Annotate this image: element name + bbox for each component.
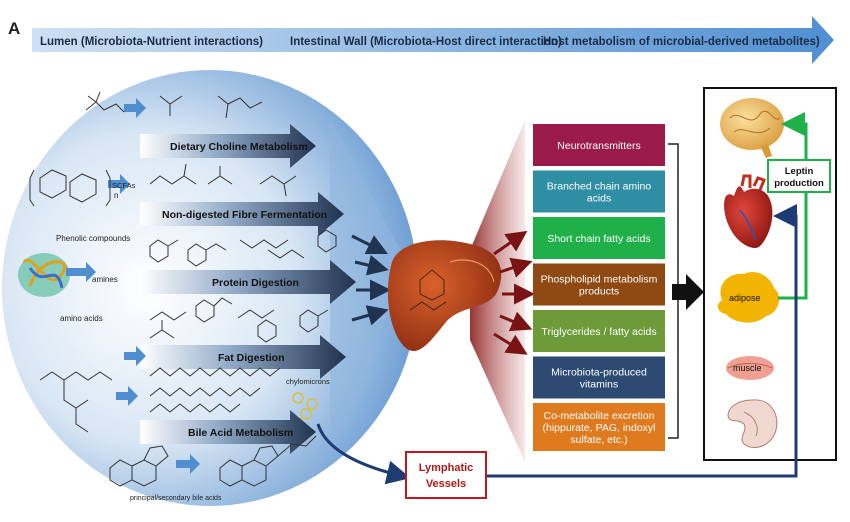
metabolite-box-background [533, 170, 665, 213]
header-section-lumen: Lumen (Microbiota-Nutrient interactions) [40, 36, 263, 48]
header-section-host-metabolism: Host metabolism of microbial-derived met… [543, 36, 820, 48]
metabolite-label: vitamins [580, 379, 619, 391]
metabolite-label: Triglycerides / fatty acids [541, 326, 656, 338]
label-amines: amines [92, 275, 118, 284]
pathway-label-fibre: Non-digested Fibre Fermentation [162, 209, 327, 221]
molecule-sketches [29, 91, 337, 487]
pathway-label-fat: Fat Digestion [218, 352, 285, 364]
header-arrow [32, 16, 834, 64]
metabolite-label: Neurotransmitters [557, 140, 640, 152]
pathway-arrow-choline [140, 124, 316, 168]
pathway-arrow-fibre [140, 192, 344, 236]
organ-label-adipose: adipose [729, 293, 761, 303]
metabolite-box-background [533, 217, 665, 259]
lymphatic-label-line2: Vessels [426, 478, 466, 490]
metabolite-box: Co-metabolite excretion(hippurate, PAG, … [533, 403, 665, 451]
metabolite-box-background [533, 263, 665, 306]
panel-label: A [8, 19, 20, 38]
heart-icon [724, 174, 773, 248]
chylomicron-to-lymph-arrow [316, 423, 411, 485]
metabolite-label: acids [587, 193, 612, 205]
metabolite-box: Short chain fatty acids [533, 217, 665, 259]
label-polymer-n: n [114, 191, 118, 200]
pathway-arrow-protein [140, 260, 356, 304]
label-bile-acids: principal/secondary bile acids [130, 495, 222, 502]
to-organs-arrow [672, 274, 704, 310]
metabolite-label: products [579, 286, 619, 298]
label-phenolic-compounds: Phenolic compounds [56, 234, 130, 243]
metabolite-box-background [533, 356, 665, 399]
header-section-intestinal-wall: Intestinal Wall (Microbiota-Host direct … [290, 36, 562, 48]
metabolite-label: Co-metabolite excretion [544, 410, 655, 422]
pathway-arrow-bile [140, 410, 316, 454]
kidney-icon [727, 399, 778, 448]
pathway-arrow-fat [140, 335, 346, 379]
label-amino-acids: amino acids [60, 314, 103, 323]
metabolite-label: Microbiota-produced [551, 367, 647, 379]
leptin-label-line2: production [774, 178, 824, 189]
leptin-arrow [778, 112, 808, 300]
pathway-label-bile: Bile Acid Metabolism [188, 427, 293, 439]
metabolite-box-background [533, 310, 665, 352]
lymphatic-vessels-box [405, 451, 487, 499]
metabolite-box: Triglycerides / fatty acids [533, 310, 665, 352]
input-arrows [108, 98, 200, 474]
metabolite-box-background [533, 403, 665, 451]
organ-label-muscle: muscle [733, 363, 762, 373]
brain-icon [720, 98, 784, 158]
adipose-icon [717, 271, 780, 323]
metabolite-label: Short chain fatty acids [547, 233, 650, 245]
metabolite-label: (hippurate, PAG, indoxyl [542, 422, 655, 434]
metabolite-box-background [533, 124, 665, 166]
muscle-icon [726, 356, 774, 380]
liver-image [387, 240, 502, 352]
label-chylomicrons: chylomicrons [286, 377, 330, 386]
lymph-to-heart-arrow [480, 204, 798, 478]
pathway-label-protein: Protein Digestion [212, 277, 299, 289]
leptin-production-box [767, 159, 831, 193]
arrows-out-of-liver [493, 230, 535, 355]
metabolite-label: Phospholipid metabolism [541, 274, 658, 286]
protein-structure-image [18, 253, 96, 297]
metabolite-box: Neurotransmitters [533, 124, 665, 166]
pathway-label-choline: Dietary Choline Metabolism [170, 141, 308, 153]
metabolite-label: sulfate, etc.) [570, 434, 627, 446]
arrows-into-liver [351, 234, 391, 326]
chylomicron-particles [292, 392, 318, 420]
leptin-label-line1: Leptin [785, 166, 814, 177]
metabolite-label: Branched chain amino [547, 181, 652, 193]
lymphatic-label-line1: Lymphatic [419, 462, 474, 474]
label-scfas: SCFAs [112, 181, 136, 190]
